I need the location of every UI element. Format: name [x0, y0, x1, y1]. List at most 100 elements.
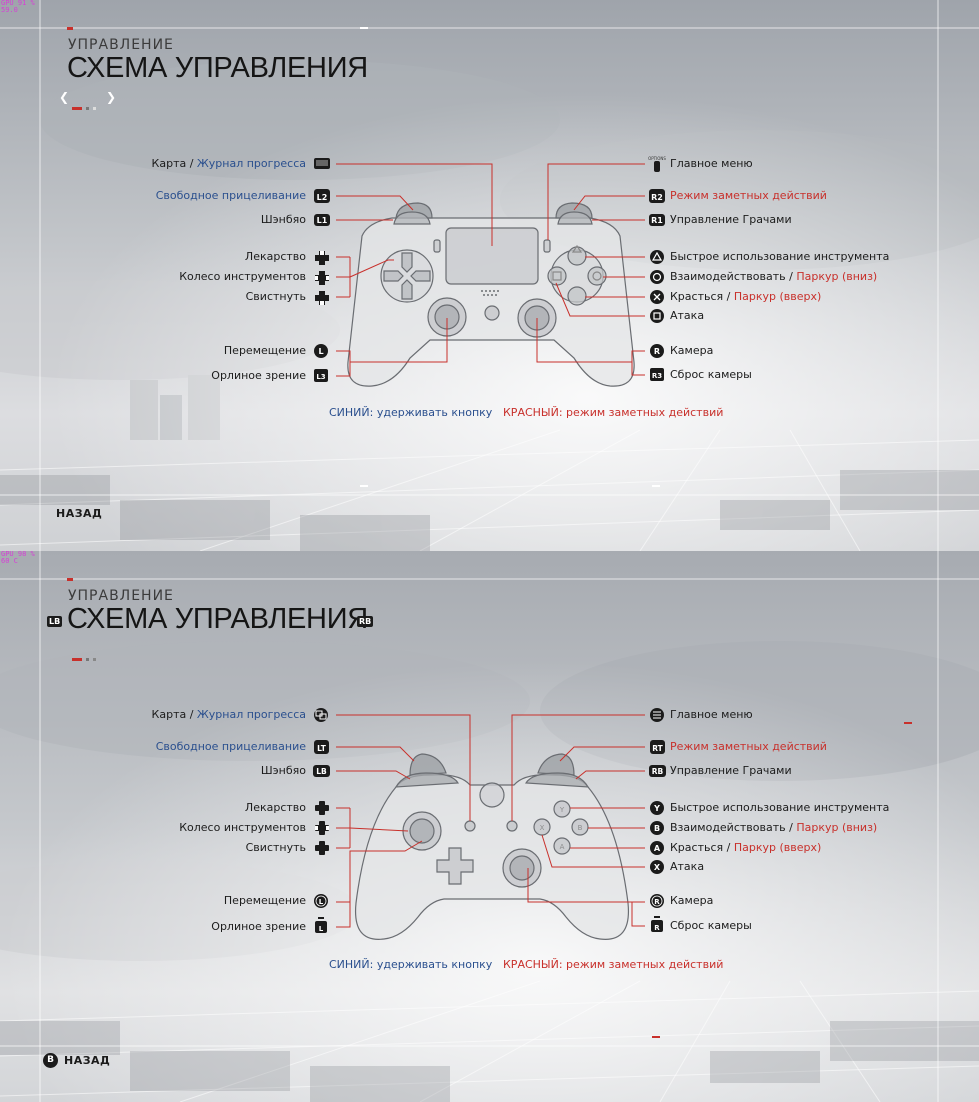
- rb-tab-hint[interactable]: RB: [357, 616, 374, 627]
- legend-red: КРАСНЫЙ: режим заметных действий: [503, 958, 724, 971]
- page-indicator: [72, 96, 102, 115]
- svg-text:L: L: [319, 898, 324, 906]
- label-move: Перемещение: [223, 894, 306, 907]
- nav-prev-arrow[interactable]: ❮: [59, 90, 70, 104]
- r3-button-icon: R3: [650, 368, 664, 381]
- square-button-icon: [650, 309, 664, 323]
- b-button-back-icon[interactable]: B: [43, 1053, 58, 1068]
- label-free-aim: Свободное прицеливание: [155, 189, 306, 202]
- x-button-icon: X: [650, 860, 664, 874]
- page-title: СХЕМА УПРАВЛЕНИЯ: [67, 603, 368, 635]
- label-map: Карта / Журнал прогресса: [151, 157, 306, 170]
- label-interact: Взаимодействовать / Паркур (вниз): [670, 270, 878, 283]
- label-camera: Камера: [670, 894, 714, 907]
- label-camera-reset: Сброс камеры: [670, 368, 752, 381]
- svg-text:L1: L1: [317, 216, 328, 225]
- b-button-icon: B: [650, 821, 664, 835]
- l3-button-icon: L3: [314, 369, 328, 382]
- label-shengbiao: Шэнбяо: [260, 213, 306, 226]
- svg-text:X: X: [540, 824, 545, 832]
- dpad-down-icon: [315, 291, 329, 305]
- svg-text:LB: LB: [316, 767, 327, 776]
- right-stick-press-icon: R: [651, 916, 663, 932]
- r1-button-icon: R1: [649, 214, 665, 226]
- label-sneak: Красться / Паркур (вверх): [670, 841, 822, 854]
- label-quick-tool: Быстрое использование инструмента: [670, 250, 890, 263]
- svg-text:B: B: [578, 824, 583, 832]
- svg-text:B: B: [654, 824, 660, 833]
- dpad-side-icon: [315, 271, 329, 285]
- ps4-diagram: L2 L1 L L3 OPTIONS R2 R1 R R3: [314, 156, 666, 387]
- legend-red: КРАСНЫЙ: режим заметных действий: [503, 406, 724, 419]
- label-map: Карта / Журнал прогресса: [151, 708, 306, 721]
- svg-text:L: L: [319, 925, 324, 933]
- dpad-up-icon: [315, 801, 329, 815]
- label-attack: Атака: [670, 309, 705, 322]
- left-stick-icon: L: [314, 894, 328, 908]
- label-tool-wheel: Колесо инструментов: [179, 821, 306, 834]
- lt-button-icon: LT: [314, 740, 329, 754]
- label-sneak: Красться / Паркур (вверх): [670, 290, 822, 303]
- label-rook-command: Управление Грачами: [670, 764, 792, 777]
- nav-next-arrow[interactable]: ❯: [106, 90, 117, 104]
- label-interact: Взаимодействовать / Паркур (вниз): [670, 821, 878, 834]
- leader-lines: [336, 714, 645, 928]
- ps4-controller: [347, 202, 635, 387]
- page-subtitle: УПРАВЛЕНИЕ: [68, 588, 174, 604]
- touchpad-button-icon: [314, 158, 330, 169]
- svg-text:L2: L2: [317, 193, 328, 202]
- menu-button-icon: [650, 708, 664, 722]
- right-stick-icon: R: [650, 894, 664, 908]
- label-loud-mode: Режим заметных действий: [670, 740, 827, 753]
- l1-button-icon: L1: [314, 214, 330, 226]
- lb-tab-hint[interactable]: LB: [47, 616, 63, 627]
- label-camera: Камера: [670, 344, 714, 357]
- temperature-readout: 60 C: [1, 557, 18, 565]
- y-button-icon: Y: [650, 801, 664, 815]
- left-stick-icon: L: [314, 344, 328, 358]
- label-attack: Атака: [670, 860, 705, 873]
- svg-text:A: A: [654, 844, 661, 853]
- label-quick-tool: Быстрое использование инструмента: [670, 801, 890, 814]
- page-indicator: [72, 647, 102, 666]
- back-button[interactable]: НАЗАД: [56, 507, 103, 520]
- label-camera-reset: Сброс камеры: [670, 919, 752, 932]
- a-button-icon: A: [650, 841, 664, 855]
- svg-text:RT: RT: [652, 744, 663, 753]
- fps-readout: 59.0: [1, 6, 18, 14]
- page-subtitle: УПРАВЛЕНИЕ: [68, 37, 174, 53]
- rb-button-icon: RB: [649, 765, 666, 777]
- label-eagle-vision: Орлиное зрение: [211, 369, 306, 382]
- label-rook-command: Управление Грачами: [670, 213, 792, 226]
- svg-text:L: L: [318, 347, 323, 356]
- label-whistle: Свистнуть: [245, 841, 306, 854]
- options-button-icon: OPTIONS: [648, 156, 666, 172]
- circle-button-icon: [650, 270, 664, 284]
- r2-button-icon: R2: [649, 189, 665, 203]
- svg-text:X: X: [654, 863, 661, 872]
- svg-text:R: R: [654, 924, 660, 932]
- label-tool-wheel: Колесо инструментов: [179, 270, 306, 283]
- back-button[interactable]: НАЗАД: [64, 1054, 111, 1067]
- label-main-menu: Главное меню: [670, 157, 753, 170]
- l2-button-icon: L2: [314, 189, 330, 203]
- label-whistle: Свистнуть: [245, 290, 306, 303]
- svg-text:R: R: [654, 898, 660, 906]
- label-free-aim: Свободное прицеливание: [155, 740, 306, 753]
- page-title: СХЕМА УПРАВЛЕНИЯ: [67, 52, 368, 84]
- svg-text:OPTIONS: OPTIONS: [648, 156, 666, 161]
- legend-blue: СИНИЙ: удерживать кнопку: [329, 406, 493, 419]
- label-move: Перемещение: [223, 344, 306, 357]
- view-button-icon: [314, 708, 328, 722]
- cross-button-icon: [650, 290, 664, 304]
- label-medicine: Лекарство: [244, 250, 306, 263]
- leader-lines: [336, 163, 645, 377]
- dpad-up-icon: [315, 251, 329, 265]
- svg-text:A: A: [560, 843, 565, 851]
- label-eagle-vision: Орлиное зрение: [211, 920, 306, 933]
- triangle-button-icon: [650, 250, 664, 264]
- animus-background: [0, 0, 979, 551]
- dpad-down-icon: [315, 841, 329, 855]
